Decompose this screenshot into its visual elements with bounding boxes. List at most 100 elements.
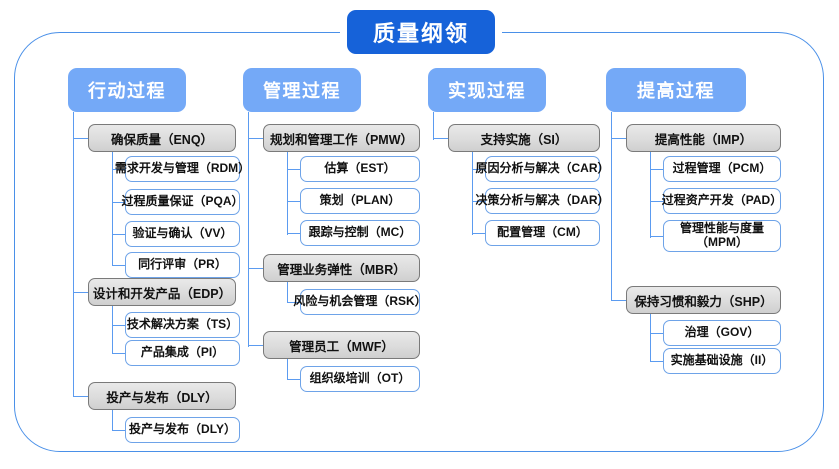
leaf-pcm[interactable]: 过程管理（PCM） <box>663 156 781 182</box>
group-box-mwf-label: 管理员工（MWF） <box>289 339 394 354</box>
leaf-plan-label: 策划（PLAN） <box>319 193 401 208</box>
group-box-pmw-label: 规划和管理工作（PMW） <box>269 132 414 147</box>
group-box-pmw[interactable]: 规划和管理工作（PMW） <box>263 124 420 152</box>
leaf-pi[interactable]: 产品集成（PI） <box>125 340 240 366</box>
subtrunk-imp <box>650 152 652 238</box>
group-box-mwf[interactable]: 管理员工（MWF） <box>263 331 420 359</box>
leaf-plan[interactable]: 策划（PLAN） <box>300 188 420 214</box>
column-header-3[interactable]: 实现过程 <box>428 68 546 112</box>
stub-pqa <box>112 202 126 204</box>
stub-pr <box>112 265 126 267</box>
group-box-shp-label: 保持习惯和毅力（SHP） <box>634 294 773 309</box>
group-box-dly-label: 投产与发布（DLY） <box>106 390 218 405</box>
group-box-mbr[interactable]: 管理业务弹性（MBR） <box>263 254 420 282</box>
trunk-col-4 <box>611 112 613 301</box>
leaf-gov-label: 治理（GOV） <box>684 325 760 340</box>
stub-mpm <box>650 236 664 238</box>
column-header-4-label: 提高过程 <box>637 81 715 101</box>
leaf-dar[interactable]: 决策分析与解决（DAR） <box>476 188 610 214</box>
leaf-gov[interactable]: 治理（GOV） <box>663 320 781 346</box>
leaf-car-label: 原因分析与解决（CAR） <box>475 161 610 176</box>
leaf-mc[interactable]: 跟踪与控制（MC） <box>300 220 420 246</box>
leaf-pr-label: 同行评审（PR） <box>138 257 227 272</box>
leaf-rsk[interactable]: 风险与机会管理（RSK） <box>293 289 427 315</box>
column-header-3-label: 实现过程 <box>448 81 526 101</box>
leaf-pi-label: 产品集成（PI） <box>140 345 225 360</box>
stub-rdm <box>112 169 126 171</box>
trunk-col-2 <box>248 112 250 347</box>
branch-col3-grp1 <box>433 138 449 140</box>
leaf-ot[interactable]: 组织级培训（OT） <box>300 366 420 392</box>
stub-mc <box>287 233 301 235</box>
leaf-est[interactable]: 估算（EST） <box>300 156 420 182</box>
leaf-mpm[interactable]: 管理性能与度量 （MPM） <box>663 220 781 252</box>
column-header-2-label: 管理过程 <box>263 81 341 101</box>
stub-ts <box>112 325 126 327</box>
leaf-ii[interactable]: 实施基础设施（II） <box>663 348 781 374</box>
subtrunk-dly <box>112 410 114 431</box>
leaf-vv[interactable]: 验证与确认（VV） <box>125 221 240 247</box>
leaf-pr[interactable]: 同行评审（PR） <box>125 252 240 278</box>
group-box-si[interactable]: 支持实施（SI） <box>448 124 600 152</box>
column-header-1-label: 行动过程 <box>88 81 166 101</box>
group-box-enq[interactable]: 确保质量（ENQ） <box>88 124 236 152</box>
branch-col4-grp1 <box>611 138 627 140</box>
leaf-pqa-label: 过程质量保证（PQA） <box>121 194 244 209</box>
stub-ii <box>650 361 664 363</box>
column-header-2[interactable]: 管理过程 <box>243 68 361 112</box>
subtrunk-edp <box>112 306 114 354</box>
branch-col2-grp3 <box>248 345 264 347</box>
stub-plan <box>287 201 301 203</box>
group-box-imp-label: 提高性能（IMP） <box>654 132 753 147</box>
leaf-car[interactable]: 原因分析与解决（CAR） <box>476 156 610 182</box>
group-box-mbr-label: 管理业务弹性（MBR） <box>277 262 406 277</box>
stub-dly-leaf <box>112 430 126 432</box>
leaf-rdm-label: 需求开发与管理（RDM） <box>114 161 251 176</box>
group-box-enq-label: 确保质量（ENQ） <box>110 132 214 147</box>
leaf-ii-label: 实施基础设施（II） <box>670 353 774 368</box>
root-title-box: 质量纲领 <box>347 10 495 54</box>
trunk-col-1 <box>73 112 75 397</box>
group-box-si-label: 支持实施（SI） <box>480 132 568 147</box>
stub-est <box>287 169 301 171</box>
leaf-dly[interactable]: 投产与发布（DLY） <box>125 417 240 443</box>
subtrunk-mbr <box>287 282 289 303</box>
column-header-4[interactable]: 提高过程 <box>606 68 746 112</box>
trunk-col-3 <box>433 112 435 140</box>
group-box-edp[interactable]: 设计和开发产品（EDP） <box>88 278 236 306</box>
group-box-imp[interactable]: 提高性能（IMP） <box>626 124 781 152</box>
subtrunk-shp <box>650 314 652 362</box>
leaf-rsk-label: 风险与机会管理（RSK） <box>293 294 427 309</box>
stub-gov <box>650 333 664 335</box>
subtrunk-si <box>472 152 474 235</box>
stub-cm <box>472 233 486 235</box>
leaf-ts-label: 技术解决方案（TS） <box>126 317 239 332</box>
leaf-dly-label: 投产与发布（DLY） <box>129 422 236 437</box>
stub-car <box>472 169 486 171</box>
leaf-pqa[interactable]: 过程质量保证（PQA） <box>122 189 244 215</box>
group-box-dly[interactable]: 投产与发布（DLY） <box>88 382 236 410</box>
leaf-pad[interactable]: 过程资产开发（PAD） <box>661 188 783 214</box>
subtrunk-pmw <box>287 152 289 235</box>
stub-vv <box>112 234 126 236</box>
stub-rsk <box>287 302 301 304</box>
branch-col1-grp2 <box>73 292 89 294</box>
group-box-edp-label: 设计和开发产品（EDP） <box>92 286 232 301</box>
leaf-est-label: 估算（EST） <box>324 161 396 176</box>
leaf-vv-label: 验证与确认（VV） <box>132 226 233 241</box>
branch-col4-grp2 <box>611 300 627 302</box>
leaf-mc-label: 跟踪与控制（MC） <box>308 225 412 240</box>
subtrunk-enq-ext <box>112 252 114 266</box>
leaf-cm[interactable]: 配置管理（CM） <box>485 220 600 246</box>
stub-pad <box>650 201 664 203</box>
leaf-rdm[interactable]: 需求开发与管理（RDM） <box>115 156 250 182</box>
group-box-shp[interactable]: 保持习惯和毅力（SHP） <box>626 286 781 314</box>
root-title-label: 质量纲领 <box>372 21 469 46</box>
leaf-cm-label: 配置管理（CM） <box>497 225 588 240</box>
branch-col2-grp1 <box>248 138 264 140</box>
leaf-mpm-label: 管理性能与度量 （MPM） <box>679 221 764 249</box>
leaf-pad-label: 过程资产开发（PAD） <box>661 193 783 208</box>
column-header-1[interactable]: 行动过程 <box>68 68 186 112</box>
leaf-ts[interactable]: 技术解决方案（TS） <box>125 312 240 338</box>
